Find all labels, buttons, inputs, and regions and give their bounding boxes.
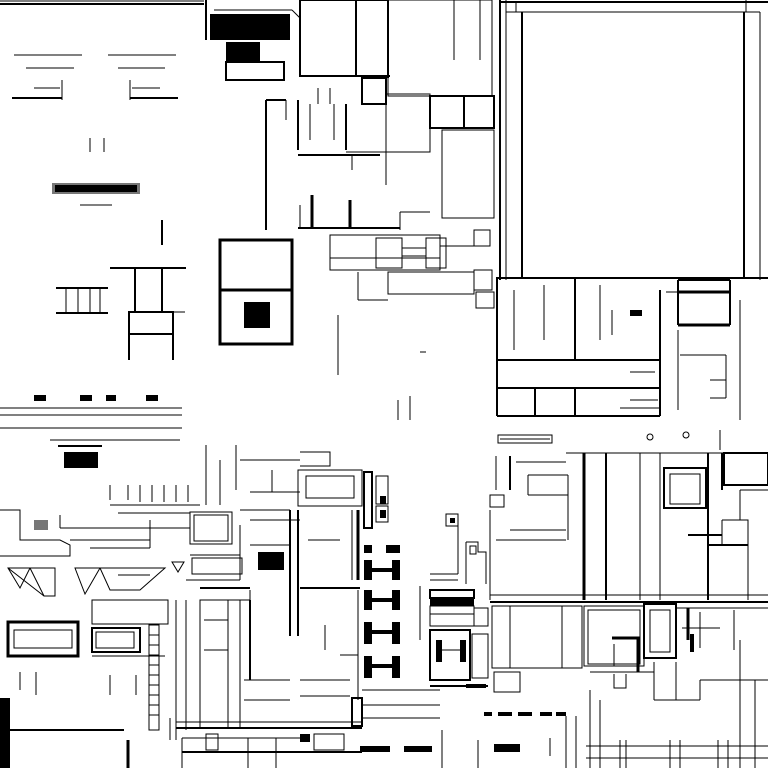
center-bottom-rooms [175, 451, 443, 768]
header-blocks [205, 0, 301, 81]
center-right-rooms [419, 513, 489, 688]
top-center-rooms [265, 0, 495, 230]
left-lower-shapes [0, 509, 233, 597]
center-room-block [218, 229, 495, 420]
left-bottom-section [0, 599, 171, 768]
right-lower-complex [477, 452, 768, 768]
right-middle-section [496, 278, 741, 450]
right-top-hall [496, 0, 768, 280]
center-dashed-ladders [363, 471, 400, 678]
left-middle-section [0, 395, 237, 506]
top-left-section [0, 0, 204, 360]
